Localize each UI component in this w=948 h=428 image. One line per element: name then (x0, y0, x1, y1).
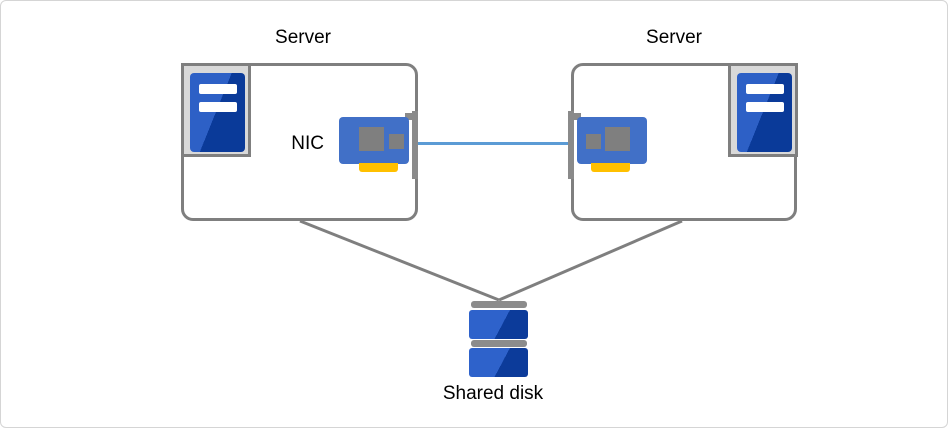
nic-chip-small-left (389, 134, 404, 149)
nic-bracket-tab-left (405, 113, 414, 120)
server-tower-icon-left (181, 63, 251, 157)
server-tower-body (190, 73, 245, 152)
shared-disk-icon-platter (469, 310, 528, 339)
disk-link-line-right (498, 219, 683, 302)
drive-bay-bar (746, 84, 784, 94)
shared-disk-label: Shared disk (442, 383, 544, 404)
drive-bay-bar (746, 102, 784, 112)
nic-edge-connector-right (591, 163, 630, 172)
nic-bracket-tab-right (572, 113, 581, 120)
disk-link-line-left (299, 219, 500, 302)
server-tower-body (737, 73, 792, 152)
nic-bracket-right (568, 111, 574, 179)
nic-chip-small-right (586, 134, 601, 149)
drive-bay-bar (199, 84, 237, 94)
nic-bracket-left (412, 111, 418, 179)
nic-chip-big-right (605, 127, 630, 151)
nic-edge-connector-left (359, 163, 398, 172)
drive-bay-bar (199, 102, 237, 112)
server-tower-icon-right (728, 63, 798, 157)
server-label-left: Server (275, 27, 331, 48)
shared-disk-icon-cap (471, 340, 527, 347)
nic-label: NIC (291, 133, 324, 154)
shared-disk-icon-cap (471, 301, 527, 308)
shared-disk-icon-platter (469, 348, 528, 377)
server-label-right: Server (646, 27, 702, 48)
nic-chip-big-left (359, 127, 384, 151)
